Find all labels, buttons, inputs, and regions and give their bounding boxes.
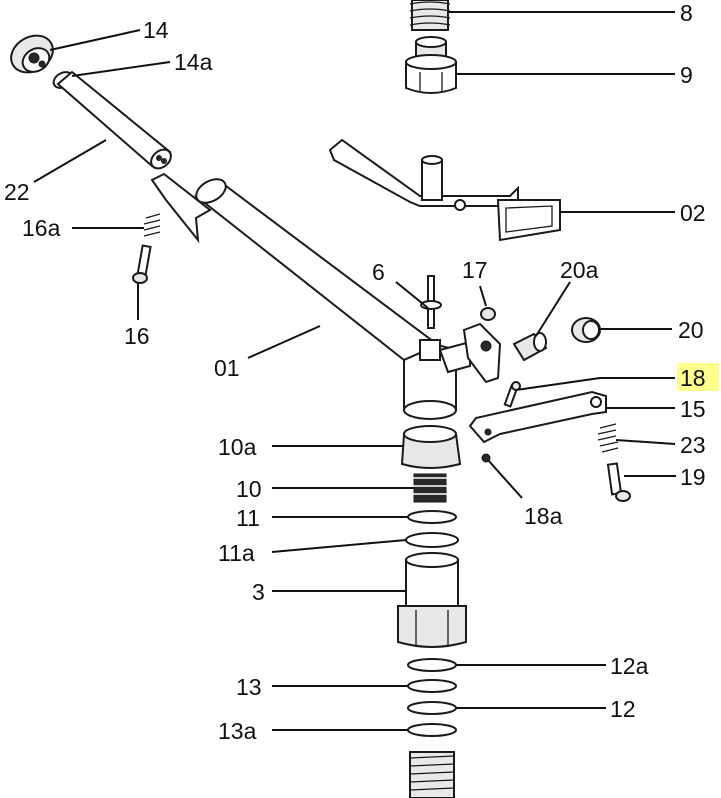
label-11: 11 [236,505,260,531]
part-10-spring [412,473,448,503]
label-23: 23 [680,432,706,458]
label-20a: 20a [560,257,599,283]
label-8: 8 [680,0,693,26]
label-14: 14 [143,17,169,43]
label-11a: 11a [218,540,255,566]
part-17-cap [480,307,496,321]
part-12-oring [407,701,457,715]
part-13-oring [407,679,457,693]
part-10a-sleeve [400,425,462,469]
part-18-screw [503,381,521,408]
part-22-tube [56,70,172,170]
label-19: 19 [680,464,706,490]
label-3: 3 [252,579,265,605]
part-11-oring [407,510,457,524]
part-16-bolt [132,244,152,284]
part-20a-bushing [512,332,548,362]
label-02: 02 [680,200,706,226]
label-22: 22 [4,179,30,205]
label-12: 12 [610,696,636,722]
part-20-cap [571,317,601,343]
part-6-pin [420,275,442,329]
leader-lines [33,11,676,731]
part-3-base [397,552,467,648]
part-02-bracket [328,138,561,242]
part-15-arm [468,390,607,444]
part-19-bolt [606,462,631,502]
label-10: 10 [236,476,262,502]
label-12a: 12a [610,653,649,679]
label-18a: 18a [524,503,563,529]
part-8-spring [409,0,451,31]
label-20: 20 [678,317,704,343]
part-labels: 14 14a 8 9 22 02 16a 16 6 17 20a 20 01 1… [4,0,706,744]
label-16a: 16a [22,215,61,241]
label-16: 16 [124,323,150,349]
part-bottom-thread [409,751,455,798]
lever-hole [480,340,492,352]
part-01-body [150,172,471,420]
label-6: 6 [372,259,385,285]
part-9-bushing [405,36,457,94]
label-14a: 14a [174,49,213,75]
label-18: 18 [680,365,706,391]
label-13a: 13a [218,718,257,744]
part-13a-oring [407,723,457,737]
label-9: 9 [680,62,693,88]
label-01: 01 [214,355,240,381]
label-17: 17 [462,257,488,283]
label-15: 15 [680,396,706,422]
part-11a-oring [405,532,459,548]
part-12a-oring [407,658,457,672]
label-10a: 10a [218,434,257,460]
part-23-spring [597,423,619,453]
part-14-nozzle [10,34,54,74]
label-13: 13 [236,674,262,700]
label-18-highlight [677,363,719,391]
part-lever-plate [462,322,502,384]
part-16a-spring [143,213,161,237]
